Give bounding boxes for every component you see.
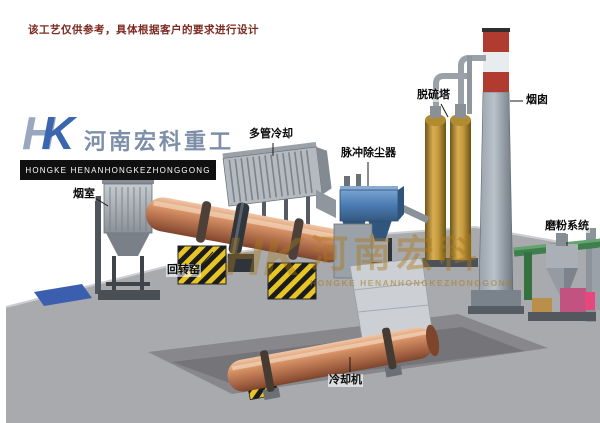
label-multi-tube-cooler: 多管冷却 [248,128,294,141]
label-desulfurization-tower: 脱硫塔 [416,89,451,102]
label-rotary-kiln: 回转窑 [166,264,201,277]
desulfurization-towers [396,55,486,267]
label-pulse-dust-collector: 脉冲除尘器 [340,147,397,160]
label-grinding-system: 磨粉系统 [544,220,590,233]
company-logo: HK 河南宏科重工 HONGKE HENANHONGKEZHONGGONG [20,107,231,184]
blue-base-plate [34,284,92,306]
label-smoke-chamber: 烟室 [72,188,96,201]
kiln-discharge-hood [333,223,433,339]
grinding-system [513,228,600,322]
cyclone-separator [546,244,578,268]
rotary-kiln [145,197,347,300]
disclaimer-note: 该工艺仅供参考，具体根据客户的要求进行设计 [28,24,259,36]
chimney [468,28,524,314]
kiln-support-pier [267,262,317,300]
logo-company-name-cn: 河南宏科重工 [84,129,235,154]
label-chimney: 烟囱 [525,94,549,107]
logo-hk-mark: HK [22,107,75,159]
leader-lines [94,100,568,372]
cooling-machine [227,324,440,401]
logo-company-name-en: HONGKE HENANHONGKEZHONGGONG [20,160,216,180]
label-cooling-machine: 冷却机 [328,374,363,387]
